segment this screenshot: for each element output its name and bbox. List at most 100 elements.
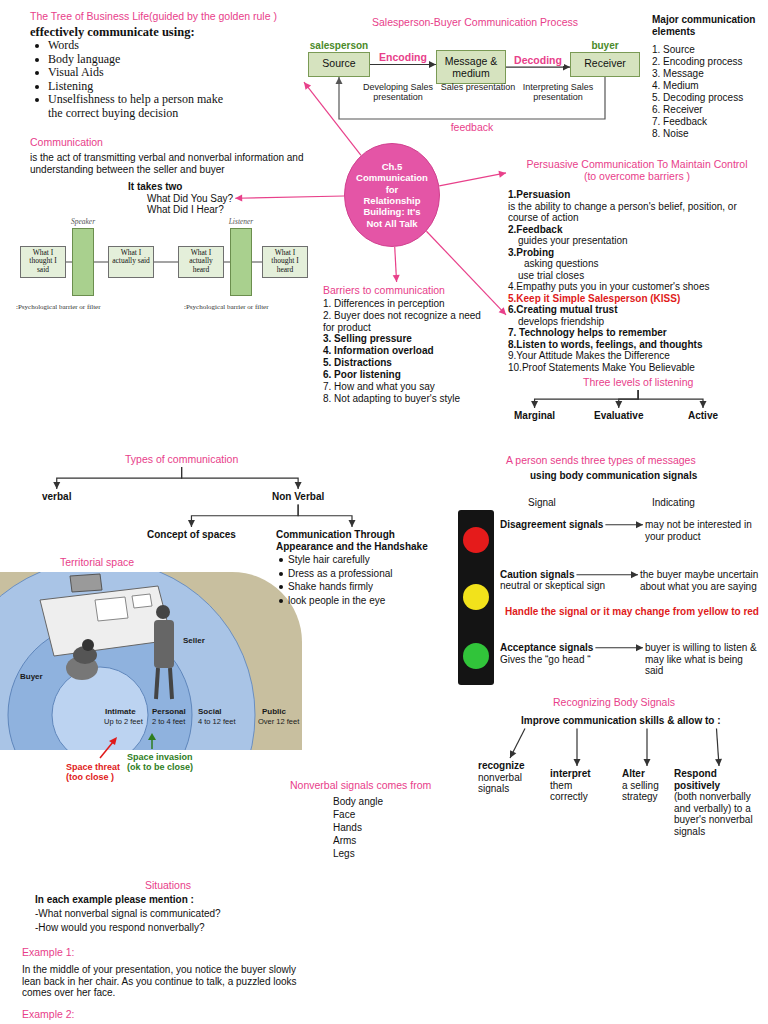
listening-title: Three levels of listening xyxy=(581,374,695,390)
traffic-light xyxy=(458,510,494,685)
connector-line xyxy=(370,64,436,65)
zone-distance: 4 to 12 feet xyxy=(198,718,236,727)
list-item: 5. Distractions xyxy=(323,357,392,369)
seller-leg xyxy=(156,668,158,699)
node-label: Acceptance signals xyxy=(500,642,593,654)
list-item: 4. Medium xyxy=(652,80,699,92)
node-text: (to overcome barriers ) xyxy=(508,170,766,182)
node-text: Words xyxy=(30,39,233,52)
node-label: Active xyxy=(688,410,718,422)
list-item: 6. Poor listening xyxy=(323,369,401,381)
list-item: Legs xyxy=(333,848,355,860)
connector-line xyxy=(595,647,643,648)
node-label: Evaluative xyxy=(594,410,643,422)
connector-line xyxy=(535,390,639,408)
connector-line xyxy=(506,66,570,67)
edge-label: Encoding xyxy=(377,51,429,63)
zone-name: Public xyxy=(262,707,286,716)
connector xyxy=(510,729,525,759)
node-text: develops friendship xyxy=(508,316,760,328)
listening-level: Active xyxy=(686,408,720,424)
section-title: Territorial space xyxy=(60,556,134,568)
connector xyxy=(336,77,606,119)
node-label: Types of communication xyxy=(125,453,238,465)
arrowhead xyxy=(636,644,643,651)
node-label: recognize xyxy=(478,760,542,772)
node-text: Receiver xyxy=(574,57,636,69)
connector-line xyxy=(57,467,182,489)
step-note: Developing Sales presentation xyxy=(358,82,438,103)
listening-level: Marginal xyxy=(512,408,557,424)
green-light xyxy=(463,643,489,669)
callout: Space threat (too close ) xyxy=(66,762,124,783)
node-text: a selling strategy xyxy=(622,780,672,803)
connector xyxy=(235,195,344,202)
section-title: Situations xyxy=(98,879,238,891)
papers xyxy=(95,597,128,621)
arrowhead xyxy=(631,571,638,578)
desk xyxy=(40,586,172,656)
tree-section: The Tree of Business Life(guided by the … xyxy=(28,8,304,122)
said-box: What I actually said xyxy=(108,246,154,278)
node-label: buyer is willing to listen & may like wh… xyxy=(645,642,757,677)
connector-line xyxy=(339,77,605,119)
connector-line xyxy=(510,729,525,759)
connector xyxy=(188,505,298,528)
node-label: Improve communication skills & allow to … xyxy=(521,715,720,727)
node-text: Dress as a professional xyxy=(276,568,428,580)
edge-label: feedback xyxy=(449,121,496,133)
arrowhead xyxy=(349,520,356,527)
node-label: Message & medium xyxy=(440,55,502,79)
section-title: A person sends three types of messages xyxy=(506,454,696,466)
seller-body xyxy=(154,620,174,668)
barrier-note: :Psychological barrier or filter xyxy=(184,303,314,311)
persuasive-title: Persuasive Communication To Maintain Con… xyxy=(506,156,768,184)
node-label: 1.Persuasion xyxy=(508,189,760,201)
node-text: Body language xyxy=(30,53,233,66)
signal-box: Acceptance signals xyxy=(498,640,595,656)
message-box: Message & medium xyxy=(436,50,506,84)
source-box: salespersonSource xyxy=(308,52,370,77)
connector xyxy=(574,729,581,767)
connector xyxy=(393,247,400,282)
topic-ellipse xyxy=(345,144,440,247)
node-text: What Did You Say? xyxy=(122,193,233,205)
list-item: 1. Differences in perception xyxy=(323,298,488,310)
node-label: may not be interested in your product xyxy=(645,519,753,542)
step-note: Interpreting Sales presentation xyxy=(518,82,598,103)
node-label: Persuasive Communication To Maintain Con… xyxy=(508,158,766,170)
arrowhead xyxy=(336,77,343,84)
signal-note: neutral or skeptical sign xyxy=(500,580,605,592)
connector xyxy=(154,262,178,263)
node-text: 2.Feedback xyxy=(508,224,760,236)
barrier-note: :Psychological barrier or filter xyxy=(16,303,146,311)
section-title: Recognizing Body Signals xyxy=(553,696,675,708)
node-label: Respond positively xyxy=(674,768,764,791)
section-title: Nonverbal signals comes from xyxy=(290,779,431,791)
arrowhead xyxy=(563,64,570,71)
list-item: 3. Selling pressure xyxy=(323,333,412,345)
node-label: Alter xyxy=(622,768,672,780)
node-label: Three levels of listening xyxy=(583,376,693,388)
seller-head xyxy=(156,605,170,619)
signal-box: Disagreement signals xyxy=(498,517,605,533)
node-label: Listener xyxy=(201,218,281,227)
list-item: 8. Not adapting to buyer's style xyxy=(323,393,460,405)
instruction: -What nonverbal signal is communicated? xyxy=(35,908,221,920)
list-item: 5. Decoding process xyxy=(652,92,743,104)
leader-line xyxy=(100,742,113,758)
instruction: -How would you respond nonverbally? xyxy=(35,922,205,934)
node-text: them correctly xyxy=(550,780,604,803)
connector xyxy=(595,644,643,651)
node-text: nonverbal signals xyxy=(478,772,542,795)
appearance-box: Communication Through Appearance and the… xyxy=(274,527,430,608)
node-text: 9.Your Attitude Makes the Difference xyxy=(508,350,760,362)
buyer-head xyxy=(82,639,94,651)
connector xyxy=(615,390,638,408)
node-label: buyer xyxy=(541,40,669,52)
arrowhead xyxy=(574,759,581,766)
skill-box: interpretthem correctly xyxy=(548,766,606,805)
type-box: verbal xyxy=(40,489,73,505)
node-label: verbal xyxy=(42,491,71,503)
chair xyxy=(70,574,102,592)
